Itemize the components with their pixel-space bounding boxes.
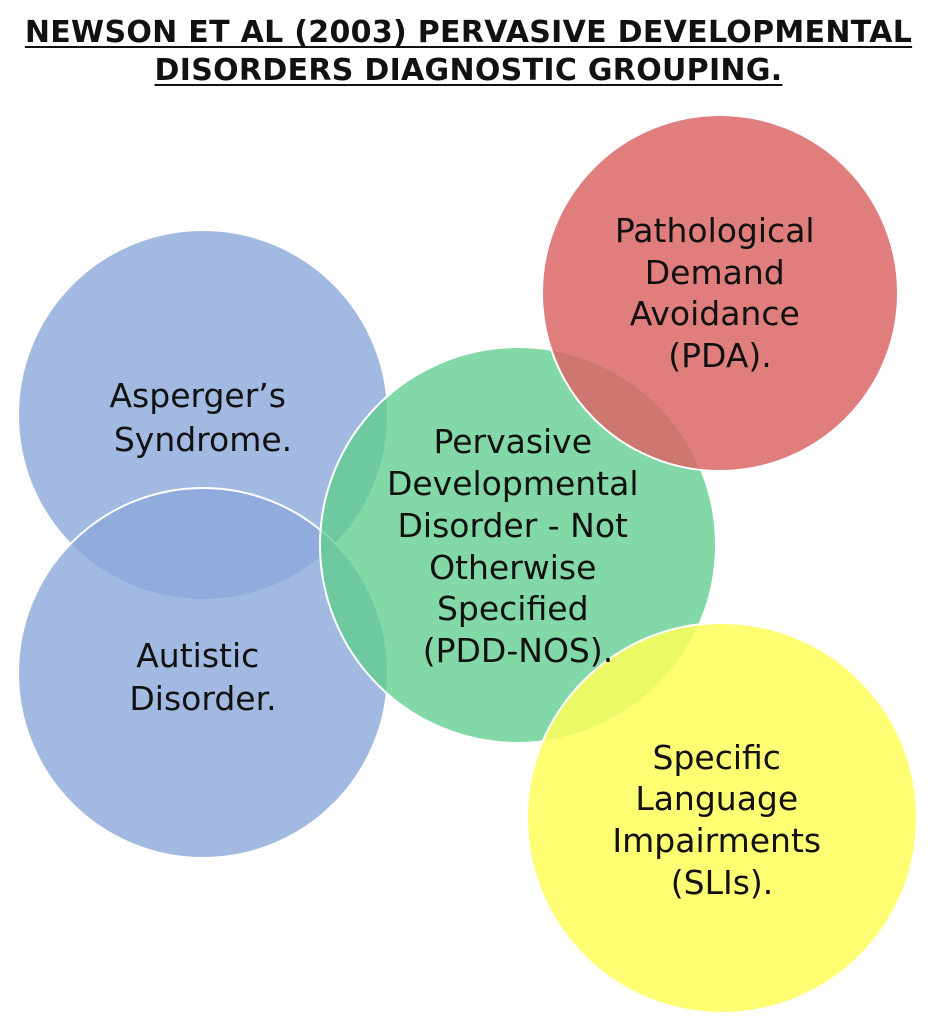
sli-circle — [526, 622, 918, 1014]
sli-label-line: Specific — [653, 738, 781, 777]
title-line-1: NEWSON ET AL (2003) PERVASIVE DEVELOPMEN… — [24, 15, 913, 50]
pda-label-line: Avoidance — [630, 294, 800, 333]
pdd-nos-label-line: Otherwise — [429, 548, 596, 587]
autistic-disorder-label-line: Autistic — [136, 636, 259, 675]
pdd-nos-label-line: Developmental — [387, 464, 639, 503]
sli-label-line: Impairments — [612, 821, 821, 860]
pdd-nos-label-line: Specified — [437, 589, 589, 628]
pda-label: Pathological Demand Avoidance (PDA). — [615, 211, 825, 375]
pdd-nos-label-line: (PDD-NOS). — [423, 631, 613, 670]
autistic-disorder-label-line: Disorder. — [129, 679, 276, 718]
autistic-disorder-label: Autistic Disorder. — [129, 636, 276, 718]
pdd-nos-label-line: Pervasive — [433, 422, 592, 461]
sli-label-line: (SLIs). — [671, 863, 774, 902]
sli-label: Specific Language Impairments (SLIs). — [612, 738, 831, 902]
pdd-nos-circle — [319, 346, 717, 744]
pda-label-line: (PDA). — [668, 336, 772, 375]
aspergers-label-line: Asperger’s — [109, 376, 286, 415]
title-line-2: DISORDERS DIAGNOSTIC GROUPING. — [154, 53, 783, 88]
aspergers-label-line: Syndrome. — [114, 420, 292, 459]
aspergers-label: Asperger’s Syndrome. — [109, 376, 296, 459]
pda-label-line: Demand — [645, 253, 785, 292]
pda-circle — [541, 114, 899, 472]
sli-label-line: Language — [635, 779, 798, 818]
pdd-nos-label-line: Disorder - Not — [398, 506, 629, 545]
pdd-nos-label: Pervasive Developmental Disorder - Not O… — [387, 422, 649, 670]
page-title: NEWSON ET AL (2003) PERVASIVE DEVELOPMEN… — [0, 14, 937, 90]
pda-label-line: Pathological — [615, 211, 815, 250]
